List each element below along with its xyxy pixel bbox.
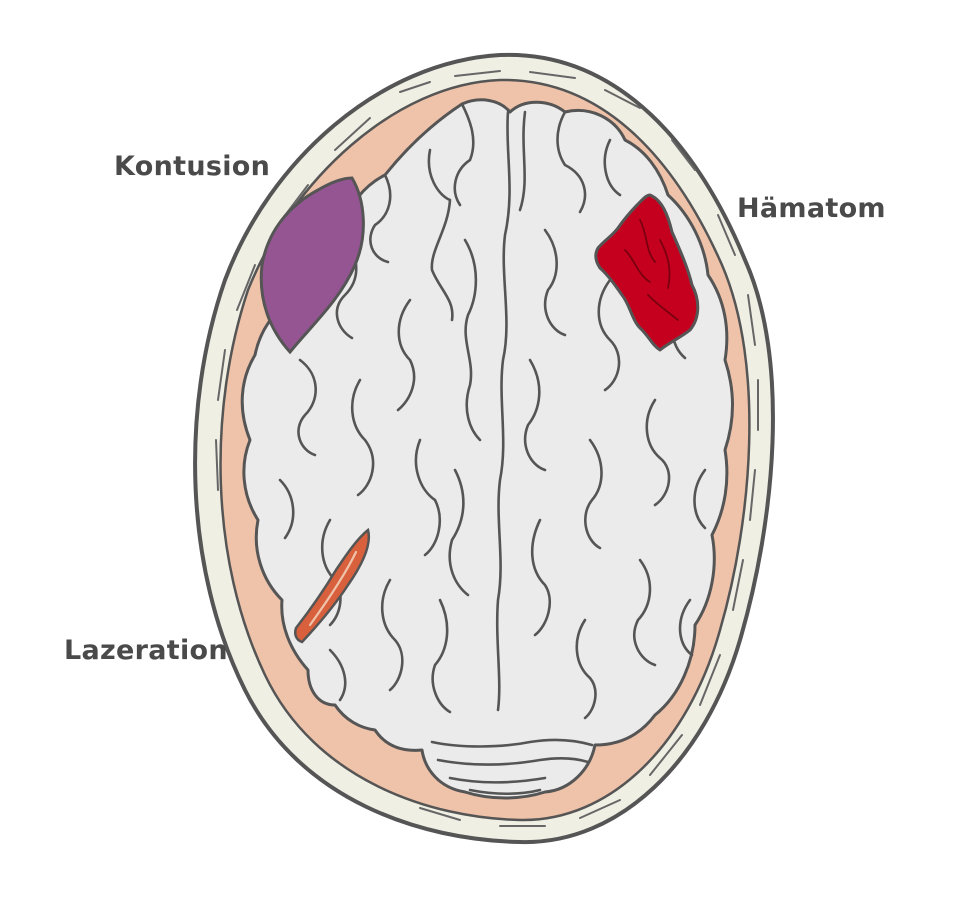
hematoma-region: [594, 193, 700, 352]
hematoma-label: Hämatom: [737, 193, 886, 224]
laceration-region: [294, 527, 371, 644]
skull-texture: [215, 70, 759, 827]
brain-folds: [278, 102, 707, 796]
contusion-label: Kontusion: [114, 151, 271, 182]
hematoma-texture: [624, 219, 679, 321]
laceration-label: Lazeration: [64, 635, 228, 666]
contusion-region: [259, 176, 365, 355]
laceration-slit: [308, 550, 358, 627]
